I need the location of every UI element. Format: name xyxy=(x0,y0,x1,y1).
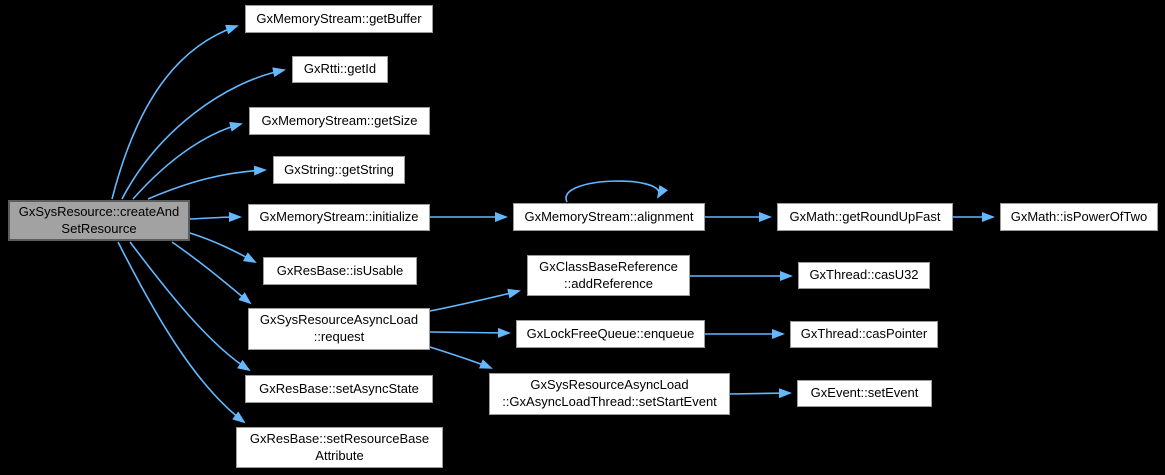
node-getId[interactable]: GxRtti::getId xyxy=(292,56,388,83)
node-setAsyncState[interactable]: GxResBase::setAsyncState xyxy=(245,375,433,403)
node-casU32[interactable]: GxThread::casU32 xyxy=(798,262,930,289)
node-getSize[interactable]: GxMemoryStream::getSize xyxy=(249,107,430,135)
node-getString[interactable]: GxString::getString xyxy=(273,156,405,184)
edge-createAndSetResource-to-setResourceBaseAttribute xyxy=(117,241,246,424)
node-addReference[interactable]: GxClassBaseReference ::addReference xyxy=(527,255,690,296)
edge-request-to-enqueue xyxy=(429,327,511,338)
node-initialize[interactable]: GxMemoryStream::initialize xyxy=(248,204,430,231)
edge-setStartEvent-to-setEvent xyxy=(729,388,792,399)
node-setStartEvent[interactable]: GxSysResourceAsyncLoad ::GxAsyncLoadThre… xyxy=(489,373,730,415)
node-isPowerOfTwo[interactable]: GxMath::isPowerOfTwo xyxy=(1000,203,1158,231)
edge-createAndSetResource-to-getString xyxy=(147,165,267,200)
edge-createAndSetResource-to-setAsyncState xyxy=(129,241,251,372)
node-casPointer[interactable]: GxThread::casPointer xyxy=(790,321,938,348)
edge-createAndSetResource-to-getBuffer xyxy=(111,24,239,200)
edge-request-to-addReference xyxy=(429,288,521,312)
edge-alignment-to-alignment xyxy=(565,180,668,203)
edge-createAndSetResource-to-getSize xyxy=(132,121,243,200)
edge-createAndSetResource-to-initialize xyxy=(189,212,242,223)
edge-createAndSetResource-to-isUsable xyxy=(189,232,257,263)
node-isUsable[interactable]: GxResBase::isUsable xyxy=(263,257,417,285)
node-createAndSetResource: GxSysResource::createAnd SetResource xyxy=(8,200,190,241)
node-setResourceBaseAttribute[interactable]: GxResBase::setResourceBase Attribute xyxy=(236,427,443,468)
node-getRoundUpFast[interactable]: GxMath::getRoundUpFast xyxy=(777,203,953,231)
edge-request-to-setStartEvent xyxy=(429,346,493,369)
node-enqueue[interactable]: GxLockFreeQueue::enqueue xyxy=(516,320,705,348)
node-alignment[interactable]: GxMemoryStream::alignment xyxy=(513,203,705,231)
edge-createAndSetResource-to-request xyxy=(171,241,252,305)
node-setEvent[interactable]: GxEvent::setEvent xyxy=(797,380,932,407)
node-request[interactable]: GxSysResourceAsyncLoad ::request xyxy=(248,308,430,350)
edge-createAndSetResource-to-getId xyxy=(121,67,286,200)
node-getBuffer[interactable]: GxMemoryStream::getBuffer xyxy=(245,5,433,33)
